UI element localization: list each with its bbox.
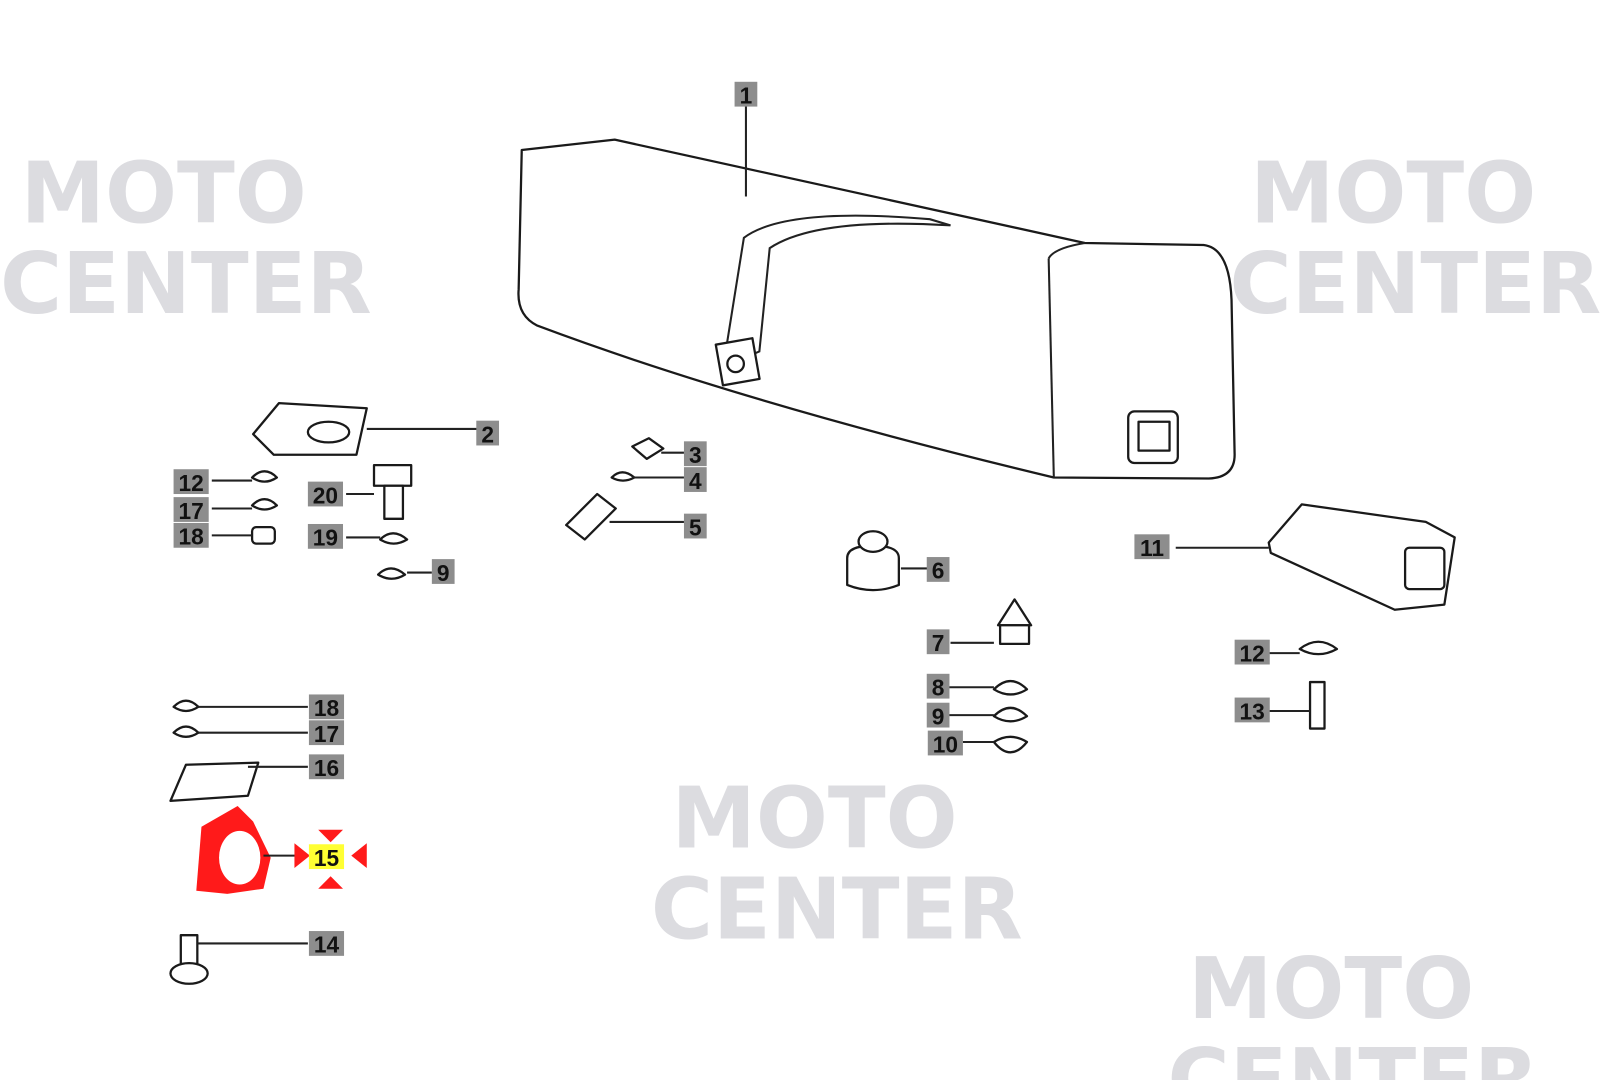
callout-box xyxy=(1234,639,1270,665)
callout-11[interactable]: 11 xyxy=(1134,534,1170,561)
callout-number: 15 xyxy=(314,845,339,871)
callout-19[interactable]: 19 xyxy=(307,523,344,551)
callout-box xyxy=(1234,697,1270,723)
watermark-text: MOTO xyxy=(672,768,958,867)
callout-number: 9 xyxy=(437,560,450,586)
callout-number: 18 xyxy=(178,524,203,550)
callout-number: 16 xyxy=(314,755,339,781)
callout-17[interactable]: 17 xyxy=(173,497,209,524)
callout-20[interactable]: 20 xyxy=(307,481,344,509)
watermark-text: MOTO xyxy=(21,143,307,242)
callout-3[interactable]: 3 xyxy=(683,441,707,468)
callout-box xyxy=(926,673,950,699)
callout-box xyxy=(307,481,344,507)
callout-18[interactable]: 18 xyxy=(308,694,345,721)
callout-box xyxy=(431,559,455,584)
callout-box xyxy=(926,629,950,655)
callout-number: 14 xyxy=(314,932,340,958)
callout-box xyxy=(927,730,963,756)
callout-number: 4 xyxy=(689,468,702,494)
callout-number: 1 xyxy=(740,82,753,108)
callout-box xyxy=(173,522,209,548)
callout-box xyxy=(926,702,950,728)
callout-1[interactable]: 1 xyxy=(734,81,758,109)
callout-number: 17 xyxy=(314,721,339,747)
callout-number: 18 xyxy=(314,695,339,721)
callout-box xyxy=(308,844,345,870)
selection-arrows xyxy=(294,829,367,889)
callout-14[interactable]: 14 xyxy=(308,931,345,958)
callout-4[interactable]: 4 xyxy=(683,467,707,494)
callout-18[interactable]: 18 xyxy=(173,522,209,550)
callout-7[interactable]: 7 xyxy=(926,629,950,656)
callout-box xyxy=(308,694,345,720)
watermark-text: CENTER xyxy=(1229,234,1601,333)
callout-number: 17 xyxy=(178,498,203,524)
callout-number: 19 xyxy=(313,525,338,551)
watermark-text: MOTO xyxy=(1250,143,1536,242)
callout-16[interactable]: 16 xyxy=(308,754,345,781)
callout-number: 9 xyxy=(932,703,945,729)
callout-5[interactable]: 5 xyxy=(683,513,707,541)
callout-17[interactable]: 17 xyxy=(308,720,345,747)
callout-13[interactable]: 13 xyxy=(1234,697,1270,725)
callout-number: 8 xyxy=(932,674,945,700)
callout-number: 13 xyxy=(1240,698,1265,724)
callout-12[interactable]: 12 xyxy=(1234,639,1270,667)
callout-box xyxy=(734,81,758,107)
watermark-text: CENTER xyxy=(0,234,372,333)
callout-box xyxy=(683,513,707,539)
callout-2[interactable]: 2 xyxy=(476,420,500,448)
part-bracket-hole xyxy=(306,420,351,444)
callout-number: 2 xyxy=(481,421,494,447)
callout-number: 7 xyxy=(932,630,945,656)
watermark-text: CENTER xyxy=(651,859,1023,958)
callout-box xyxy=(926,557,950,582)
callout-number: 12 xyxy=(178,470,203,496)
callout-box xyxy=(308,720,345,746)
callout-box xyxy=(308,931,345,956)
part-seat[interactable] xyxy=(517,138,1236,480)
callout-number: 10 xyxy=(933,731,958,757)
callout-12[interactable]: 12 xyxy=(173,469,209,496)
callout-box xyxy=(1134,534,1170,560)
part-15-highlighted[interactable] xyxy=(196,806,271,894)
watermark-text: MOTO xyxy=(1188,939,1474,1038)
callout-6[interactable]: 6 xyxy=(926,557,950,584)
callout-number: 6 xyxy=(932,558,945,584)
callout-box xyxy=(683,441,707,467)
callout-box xyxy=(307,523,344,549)
callout-number: 12 xyxy=(1240,640,1265,666)
callout-box xyxy=(476,420,500,446)
leader-lines xyxy=(197,103,1311,945)
callout-number: 5 xyxy=(689,514,702,540)
callout-number: 11 xyxy=(1140,535,1164,561)
watermark-text: CENTER xyxy=(1167,1030,1539,1080)
callout-9[interactable]: 9 xyxy=(431,559,455,586)
callout-9[interactable]: 9 xyxy=(926,702,950,730)
callout-number: 3 xyxy=(689,442,702,468)
callout-box xyxy=(683,467,707,492)
callout-10[interactable]: 10 xyxy=(927,730,963,758)
callout-box xyxy=(308,754,345,780)
callout-15[interactable]: 15 xyxy=(308,844,345,871)
part-hardware[interactable] xyxy=(169,437,1456,985)
callout-8[interactable]: 8 xyxy=(926,673,950,701)
callout-box xyxy=(173,469,209,495)
callout-box xyxy=(173,497,209,522)
callout-number: 20 xyxy=(313,482,338,508)
